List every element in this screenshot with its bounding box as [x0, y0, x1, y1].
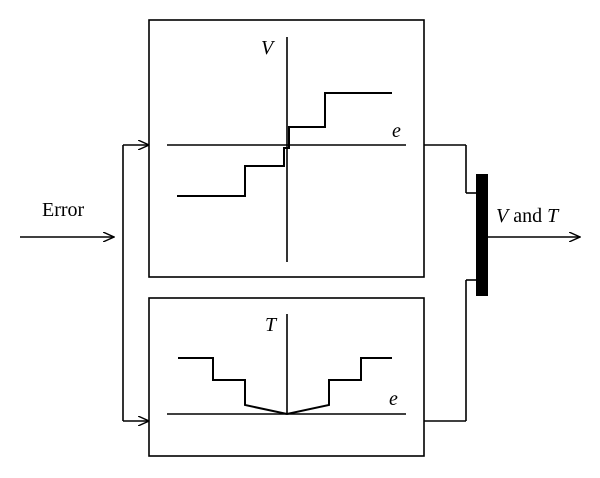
output-label-t: T [547, 205, 560, 227]
lower-staircase-curve [178, 357, 392, 416]
upper-block: V e [148, 19, 425, 278]
output-label-and: and [508, 205, 547, 227]
lower-block: T e [148, 297, 425, 457]
upper-vertical-axis-label: V [261, 37, 276, 59]
lower-vertical-axis-label: T [265, 314, 278, 336]
output-label-v: V [496, 205, 511, 227]
output-label: V and T [496, 205, 560, 227]
upper-staircase-curve [177, 92, 392, 197]
combiner-bar [476, 174, 488, 296]
upper-horizontal-axis-label: e [392, 120, 401, 142]
input-label: Error [42, 199, 85, 221]
lower-horizontal-axis-label: e [389, 388, 398, 410]
